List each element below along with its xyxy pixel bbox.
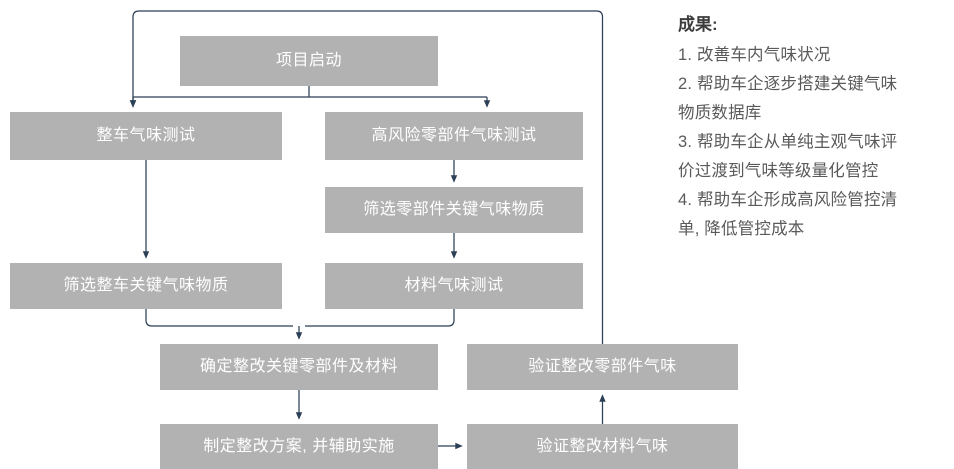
results-line-2: 2. 帮助车企逐步搭建关键气味 <box>678 75 898 93</box>
results-line-4: 3. 帮助车企从单纯主观气味评 <box>678 133 898 151</box>
results-line-1: 1. 改善车内气味状况 <box>678 46 831 64</box>
node-confirm-rework[interactable]: 确定整改关键零部件及材料 <box>160 344 438 390</box>
edge-merge-left <box>145 309 293 327</box>
node-highrisk-test[interactable]: 高风险零部件气味测试 <box>325 112 583 160</box>
results-line-3: 物质数据库 <box>678 104 762 122</box>
node-verify-material[interactable]: 验证整改材料气味 <box>467 424 738 469</box>
results-line-5: 价过渡到气味等级量化管控 <box>678 162 879 180</box>
results-title: 成果: <box>678 15 718 34</box>
node-screen-part[interactable]: 筛选零部件关键气味物质 <box>325 187 583 233</box>
results-panel: 成果: 1. 改善车内气味状况 2. 帮助车企逐步搭建关键气味 物质数据库 3.… <box>678 10 946 244</box>
node-vehicle-test[interactable]: 整车气味测试 <box>10 112 282 160</box>
node-start[interactable]: 项目启动 <box>180 36 438 86</box>
edge-merge-right <box>305 309 455 327</box>
node-make-plan[interactable]: 制定整改方案, 并辅助实施 <box>160 424 438 469</box>
results-line-6: 4. 帮助车企形成高风险管控清 <box>678 191 898 209</box>
node-verify-part[interactable]: 验证整改零部件气味 <box>467 344 738 390</box>
results-line-7: 单, 降低管控成本 <box>678 220 805 238</box>
node-material-test[interactable]: 材料气味测试 <box>325 263 583 309</box>
node-screen-vehicle[interactable]: 筛选整车关键气味物质 <box>10 263 282 309</box>
